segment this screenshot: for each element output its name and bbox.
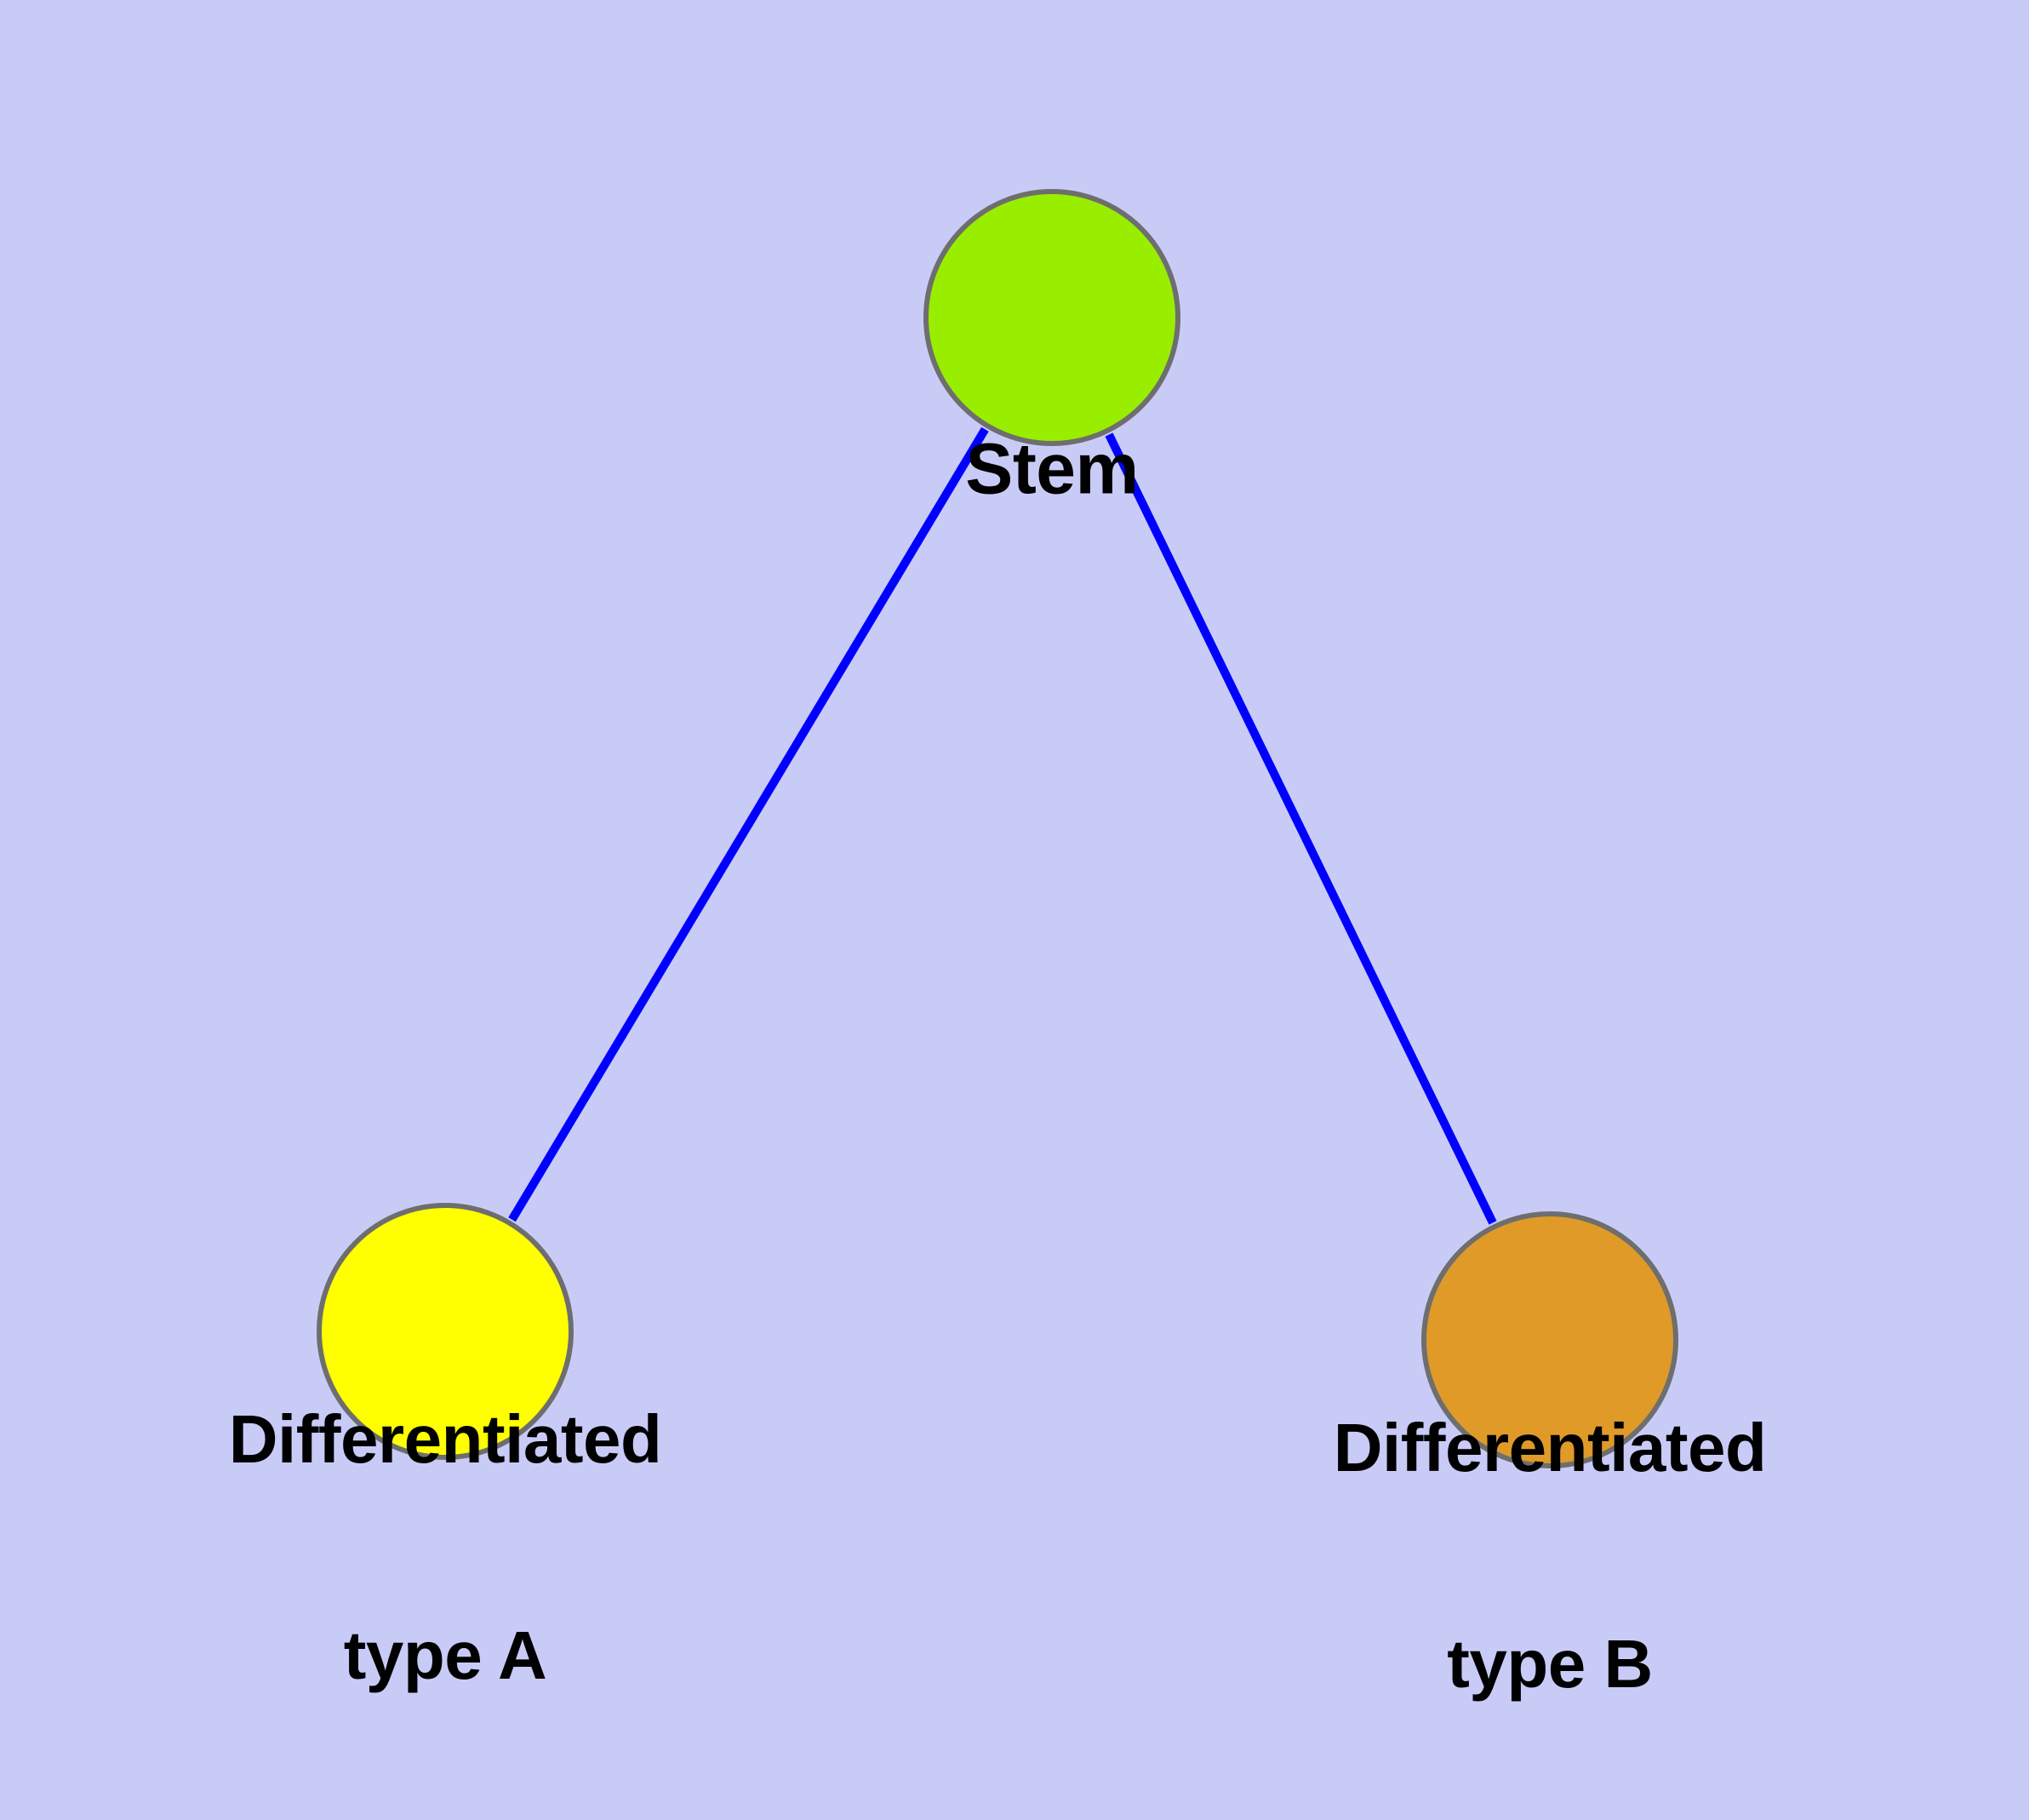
edge-layer (508, 426, 1497, 1225)
edge-stem-to-differentiated-type-b[interactable] (1105, 432, 1497, 1225)
edge-stem-to-differentiated-type-a[interactable] (508, 426, 989, 1222)
node-circle-stem[interactable] (923, 189, 1180, 446)
node-layer (317, 189, 1678, 1468)
node-circle-differentiated-type-a[interactable] (317, 1203, 574, 1460)
node-circle-differentiated-type-b[interactable] (1421, 1211, 1678, 1468)
